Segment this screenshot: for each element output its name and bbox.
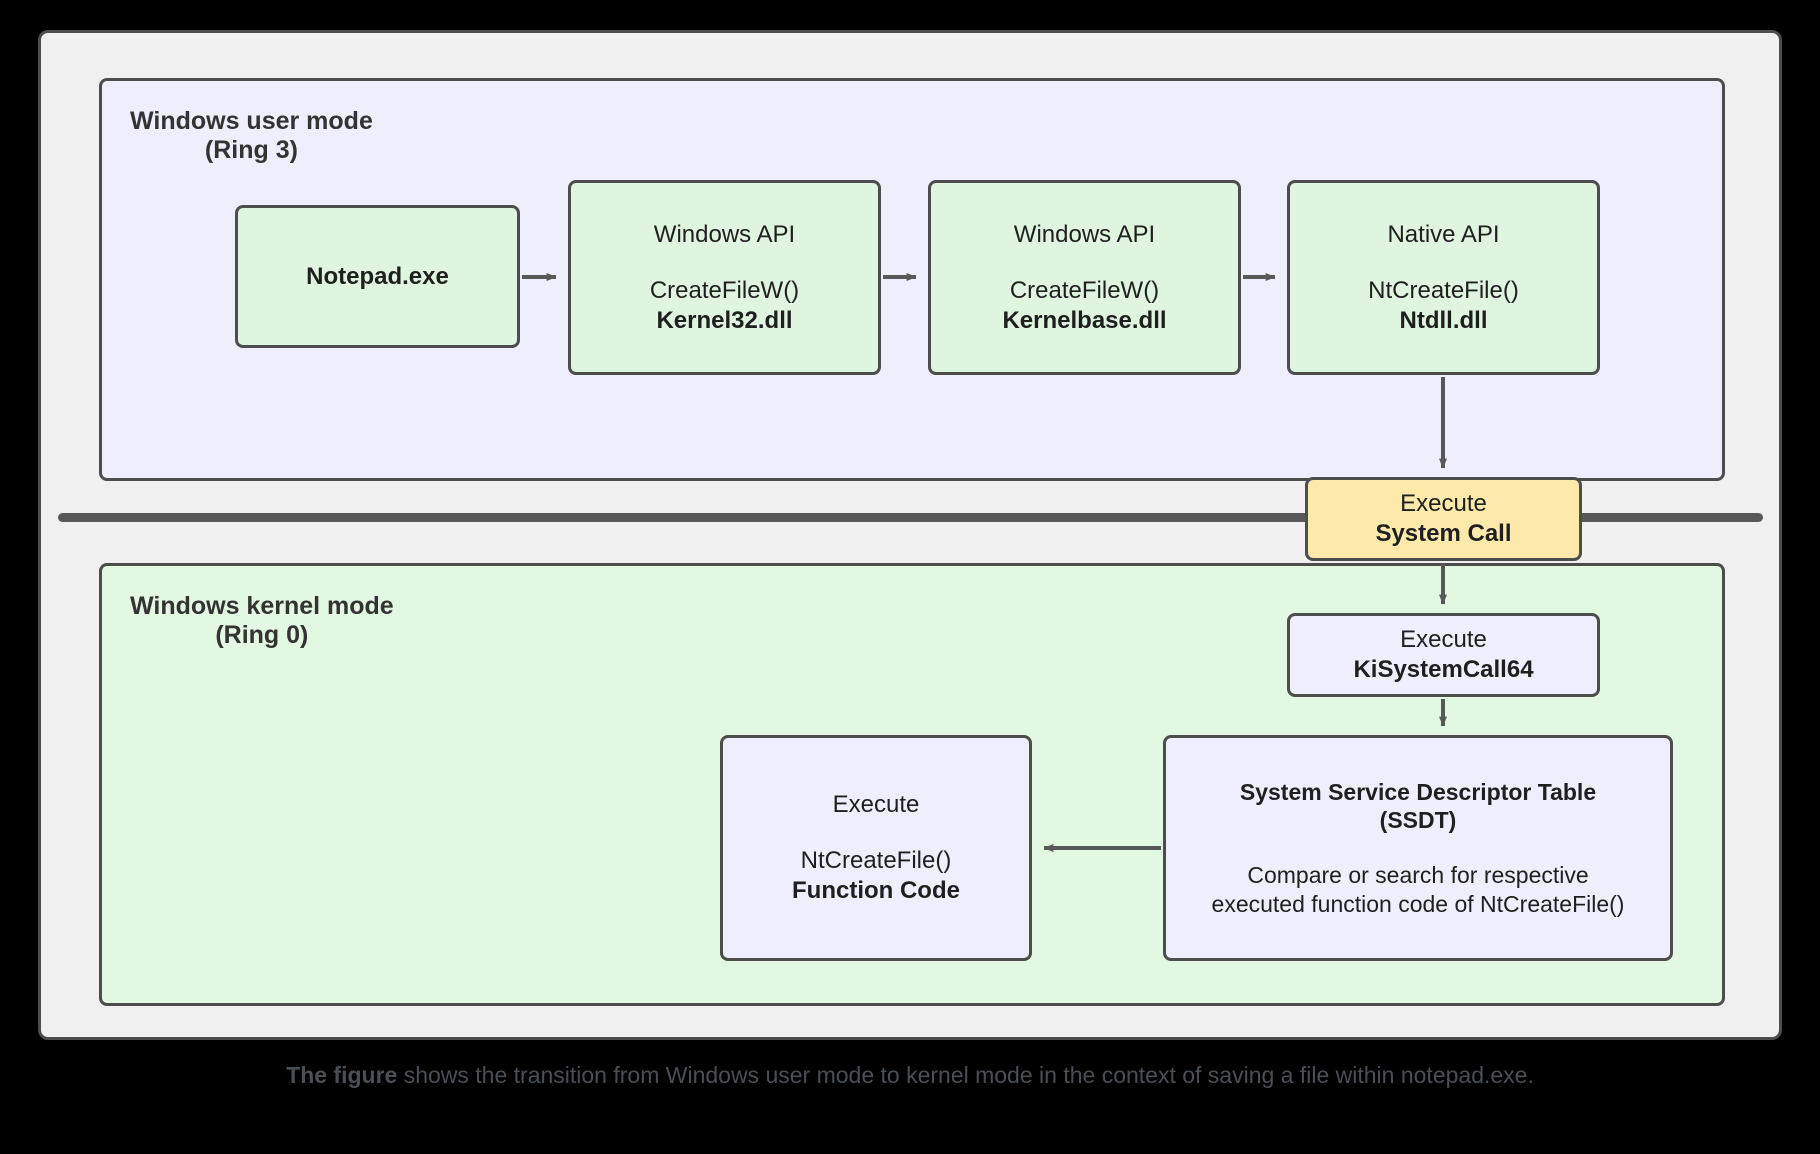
node-function-code-function: NtCreateFile() [800, 847, 952, 874]
node-kisystemcall64[interactable]: Execute KiSystemCall64 [1287, 613, 1600, 697]
node-system-call-title: System Call [1375, 520, 1512, 547]
node-kernelbase-module: Kernelbase.dll [1002, 306, 1167, 334]
user-mode-panel-label: Windows user mode (Ring 3) [130, 107, 373, 164]
node-function-code-title: Function Code [792, 877, 960, 904]
node-ssdt-abbrev: (SSDT) [1379, 807, 1457, 834]
node-kernel32-function: CreateFileW() [649, 276, 800, 304]
node-kernelbase[interactable]: Windows API CreateFileW() Kernelbase.dll [928, 180, 1241, 375]
node-notepad-exe-title: Notepad.exe [306, 262, 449, 290]
node-ssdt-title: System Service Descriptor Table [1239, 778, 1597, 805]
node-ssdt[interactable]: System Service Descriptor Table (SSDT) C… [1163, 735, 1673, 961]
node-system-call-verb: Execute [1400, 490, 1487, 517]
node-function-code[interactable]: Execute NtCreateFile() Function Code [720, 735, 1032, 961]
node-function-code-verb: Execute [832, 791, 920, 818]
privilege-boundary-divider [58, 513, 1763, 522]
node-kernelbase-api-type: Windows API [1013, 220, 1156, 248]
node-kernel32[interactable]: Windows API CreateFileW() Kernel32.dll [568, 180, 881, 375]
node-ntdll-module: Ntdll.dll [1399, 306, 1488, 334]
node-kernelbase-function: CreateFileW() [1009, 276, 1160, 304]
node-ntdll-api-type: Native API [1387, 220, 1500, 248]
node-ssdt-description-line2: executed function code of NtCreateFile() [1211, 890, 1625, 917]
node-ntdll[interactable]: Native API NtCreateFile() Ntdll.dll [1287, 180, 1600, 375]
figure-caption-lead: The figure [286, 1062, 398, 1088]
node-ntdll-function: NtCreateFile() [1368, 276, 1519, 304]
node-notepad-exe[interactable]: Notepad.exe [235, 205, 520, 348]
figure-caption: The figure shows the transition from Win… [0, 1062, 1820, 1089]
kernel-mode-panel-label: Windows kernel mode (Ring 0) [130, 592, 394, 649]
node-kisystemcall64-verb: Execute [1400, 626, 1487, 653]
node-kisystemcall64-title: KiSystemCall64 [1353, 656, 1534, 683]
node-system-call[interactable]: Execute System Call [1305, 477, 1582, 561]
figure-caption-rest: shows the transition from Windows user m… [397, 1062, 1534, 1088]
node-kernel32-module: Kernel32.dll [656, 306, 793, 334]
node-kernel32-api-type: Windows API [653, 220, 796, 248]
node-ssdt-description-line1: Compare or search for respective [1247, 862, 1589, 888]
